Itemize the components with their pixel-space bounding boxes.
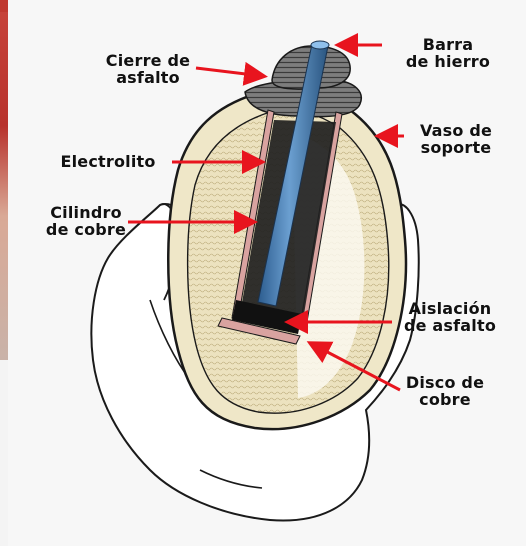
arrow-cierre-asfalto	[196, 68, 262, 76]
label-barra-hierro: Barra de hierro	[396, 36, 500, 70]
label-aislacion-asfalto: Aislación de asfalto	[390, 300, 510, 334]
label-electrolito: Electrolito	[44, 153, 172, 170]
label-disco-cobre: Disco de cobre	[390, 374, 500, 408]
iron-rod-top	[311, 41, 329, 49]
label-vaso-soporte: Vaso de soporte	[404, 122, 508, 156]
label-cilindro-cobre: Cilindro de cobre	[38, 204, 134, 238]
label-cierre-asfalto: Cierre de asfalto	[92, 52, 204, 86]
